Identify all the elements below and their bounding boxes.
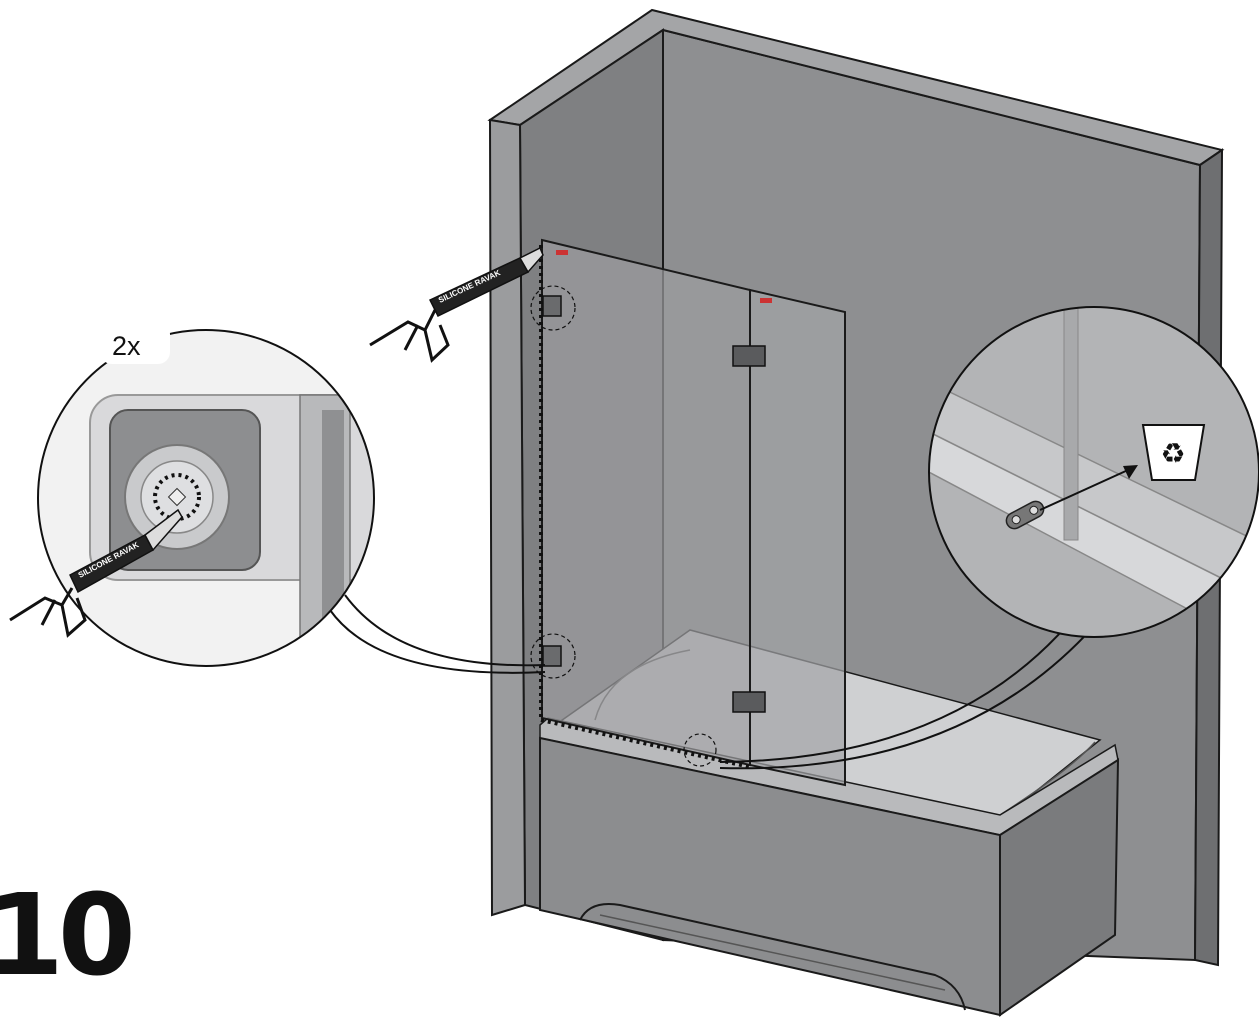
quantity-label: 2x	[112, 331, 141, 361]
callout-left-hole-ring	[153, 473, 201, 521]
callout-right-rim-face	[929, 428, 1259, 637]
gun-handle-top	[369, 309, 450, 363]
gun-nozzle-left	[144, 508, 183, 552]
step-number: 10	[0, 871, 136, 1001]
callout-right-foot	[1005, 500, 1045, 530]
silicone-bead-bottom	[540, 718, 751, 769]
tub-side-panel	[999, 758, 1120, 1017]
svg-text:♻: ♻	[1160, 437, 1185, 470]
callout-right-profile	[1063, 307, 1079, 541]
callout-right-arrowhead	[1123, 465, 1138, 479]
gun-nozzle-top	[518, 246, 544, 274]
hinge-top	[732, 345, 766, 367]
callout-left-screw	[167, 487, 187, 507]
glass-logo-2	[760, 298, 772, 303]
hinge-bottom	[732, 691, 766, 713]
recycle-bin-icon: ♻	[1141, 424, 1206, 481]
detail-marker-foot	[683, 733, 717, 767]
bath-screen	[530, 238, 846, 787]
callout-left-connector-2	[329, 609, 546, 674]
callout-right-connector-1	[719, 621, 1071, 763]
detail-marker-top	[530, 285, 576, 331]
detail-marker-bottom	[530, 633, 576, 679]
callout-right-border	[928, 306, 1259, 638]
callout-left-connector-1	[344, 594, 546, 667]
wall-bracket-bottom	[542, 645, 562, 667]
glass-panel-fixed	[541, 238, 751, 767]
callout-right-rim-top	[929, 378, 1259, 602]
callout-right-arrow	[1039, 469, 1129, 511]
callout-right-connector-2	[719, 624, 1096, 770]
tub-plinth-inner	[599, 914, 946, 991]
callout-left-border	[37, 329, 375, 667]
tub-plinth	[579, 903, 966, 1011]
glass-panel-folding	[749, 288, 846, 787]
callout-left-profile-edge	[322, 410, 344, 666]
quantity-tab	[100, 322, 170, 364]
gun-handle-left	[9, 587, 87, 638]
wall-bracket-top	[542, 295, 562, 317]
wall-front-edge	[488, 118, 527, 917]
glass-logo-1	[556, 250, 568, 255]
callout-left: 2x SILICONE RAVAK	[9, 322, 546, 674]
callout-right: ♻	[719, 306, 1259, 770]
